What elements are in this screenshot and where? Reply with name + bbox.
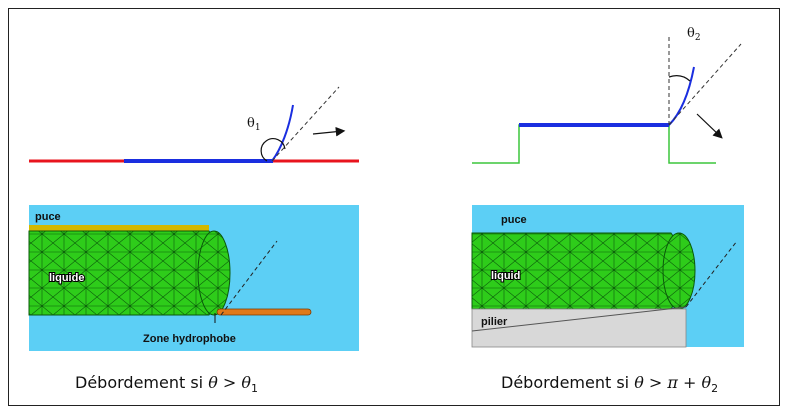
puce-label-right: puce [501,214,527,226]
angle-arc [260,138,286,162]
caption-left: Débordement si θ > θ1 [75,373,258,395]
caption-left-sub: 1 [251,382,259,396]
right-schematic: θ2 [472,26,742,164]
caption-right-sub: 2 [711,382,719,396]
liquid-cap-left [197,230,231,316]
left-simulation: puce liquide Zone hydrophobe [28,205,359,351]
pillar-block [471,308,687,348]
liquid-cap-right [662,232,696,310]
caption-right-math: θ > π + θ [634,373,712,392]
theta1-label: θ1 [247,116,261,133]
pilier-label: pilier [481,316,508,328]
right-simulation: puce liquid pilier [471,205,744,348]
left-schematic: θ1 [29,86,359,163]
advance-arrow-right [696,113,723,139]
figure-frame: θ1 θ2 puce liquide Zone hydrophobe puce … [8,8,780,406]
pillar-profile [472,124,716,164]
sim-tangent-left [220,240,278,316]
caption-right: Débordement si θ > π + θ2 [501,373,718,395]
advance-arrow [312,126,346,137]
caption-left-text: Débordement si [75,373,209,392]
tangent-dashed-line-right [668,43,742,126]
liquide-label: liquide [49,272,84,284]
hydrophobe-zone-strip [216,308,312,316]
pillar-edge-line [471,306,687,332]
liquid-label-right: liquid [491,270,520,282]
zone-hydrophobe-label: Zone hydrophobe [143,333,236,345]
meniscus-curve [271,104,294,162]
puce-label-left: puce [35,211,61,223]
left-top-rim [29,225,209,231]
caption-right-text: Débordement si [501,373,635,392]
caption-left-math: θ > θ [208,373,252,392]
diagram-canvas: θ1 θ2 puce liquide Zone hydrophobe puce … [28,26,744,351]
angle-arc-right [668,75,691,82]
meniscus-curve-right [668,66,695,126]
tangent-dashed-line [271,86,340,162]
theta2-label: θ2 [687,26,701,43]
